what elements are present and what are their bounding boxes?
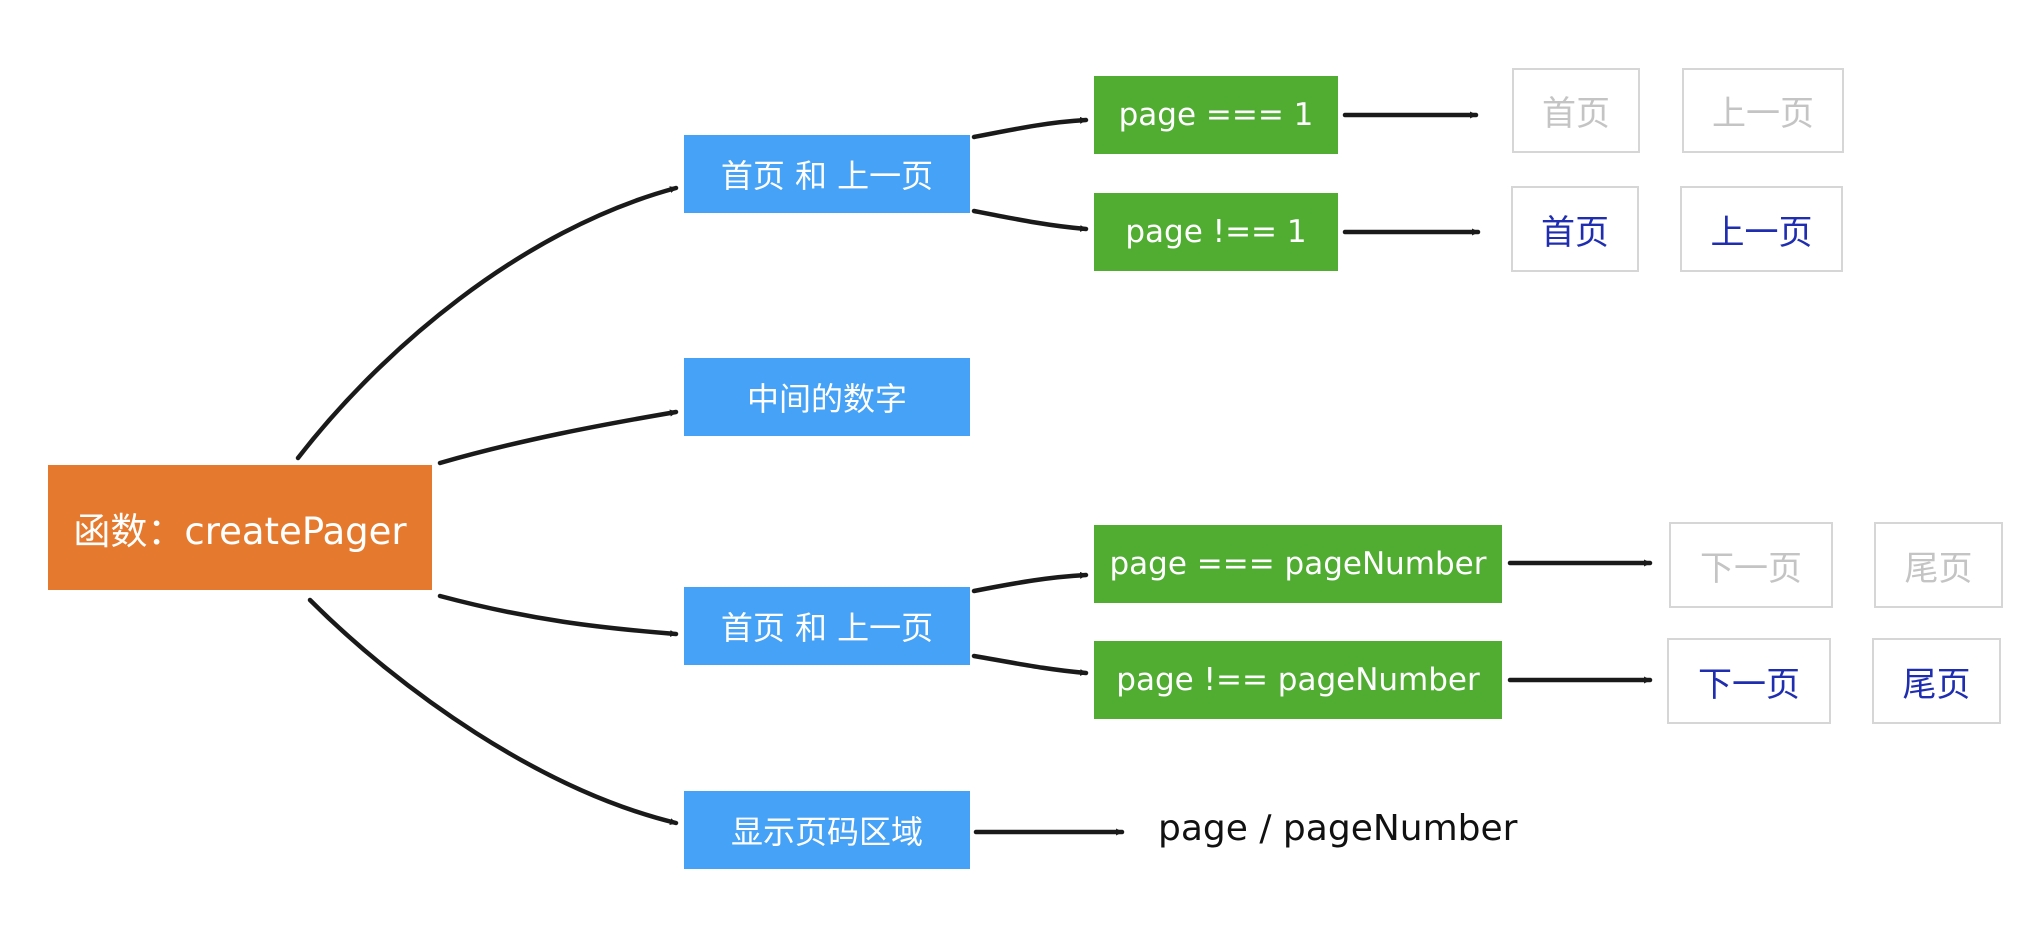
arrow-next-last-to-not-last-page: [971, 653, 1089, 676]
arrow-root-to-page-display: [307, 597, 679, 826]
arrow-root-to-middle: [437, 409, 679, 466]
last-page-button[interactable]: 尾页: [1872, 638, 2001, 724]
next-page-button-label: 下一页: [1698, 664, 1800, 705]
arrow-root-to-next-last: [437, 593, 679, 638]
branch-next-last-node: 首页 和 上一页: [684, 587, 970, 665]
condition-first-page-node: page === 1: [1094, 76, 1338, 154]
branch-page-display-node: 显示页码区域: [684, 791, 970, 869]
branch-first-prev-node: 首页 和 上一页: [684, 135, 970, 213]
root-function-label: 函数：createPager: [73, 509, 407, 553]
condition-last-page-node: page === pageNumber: [1094, 525, 1502, 603]
first-page-button-disabled: 首页: [1512, 68, 1640, 153]
condition-first-page-label: page === 1: [1118, 97, 1314, 133]
branch-page-display-label: 显示页码区域: [730, 813, 923, 851]
prev-page-button-disabled-label: 上一页: [1712, 94, 1814, 134]
branch-next-last-label: 首页 和 上一页: [720, 609, 934, 647]
next-page-button-disabled-label: 下一页: [1700, 548, 1802, 589]
condition-not-last-page-label: page !== pageNumber: [1116, 662, 1480, 698]
last-page-button-disabled-label: 尾页: [1904, 548, 1973, 589]
branch-middle-node: 中间的数字: [684, 358, 970, 436]
prev-page-button-disabled: 上一页: [1682, 68, 1844, 153]
arrow-root-to-first-prev: [295, 185, 679, 461]
last-page-button-label: 尾页: [1902, 664, 1971, 705]
condition-not-first-page-node: page !== 1: [1094, 193, 1338, 271]
root-function-node: 函数：createPager: [48, 465, 432, 590]
next-page-button[interactable]: 下一页: [1667, 638, 1831, 724]
first-page-button[interactable]: 首页: [1511, 186, 1639, 272]
branch-first-prev-label: 首页 和 上一页: [720, 157, 934, 195]
arrow-first-prev-to-not-first-page: [971, 208, 1089, 232]
first-page-button-label: 首页: [1541, 212, 1609, 253]
condition-not-first-page-label: page !== 1: [1125, 214, 1307, 250]
page-display-text: page / pageNumber: [1158, 808, 1518, 849]
first-page-button-disabled-label: 首页: [1542, 94, 1610, 134]
next-page-button-disabled: 下一页: [1669, 522, 1833, 608]
branch-middle-label: 中间的数字: [746, 380, 907, 418]
last-page-button-disabled: 尾页: [1874, 522, 2003, 608]
condition-not-last-page-node: page !== pageNumber: [1094, 641, 1502, 719]
prev-page-button-label: 上一页: [1710, 212, 1813, 253]
arrow-first-prev-to-first-page: [971, 116, 1089, 140]
condition-last-page-label: page === pageNumber: [1109, 546, 1487, 582]
prev-page-button[interactable]: 上一页: [1680, 186, 1843, 272]
arrow-next-last-to-last-page: [971, 571, 1089, 594]
